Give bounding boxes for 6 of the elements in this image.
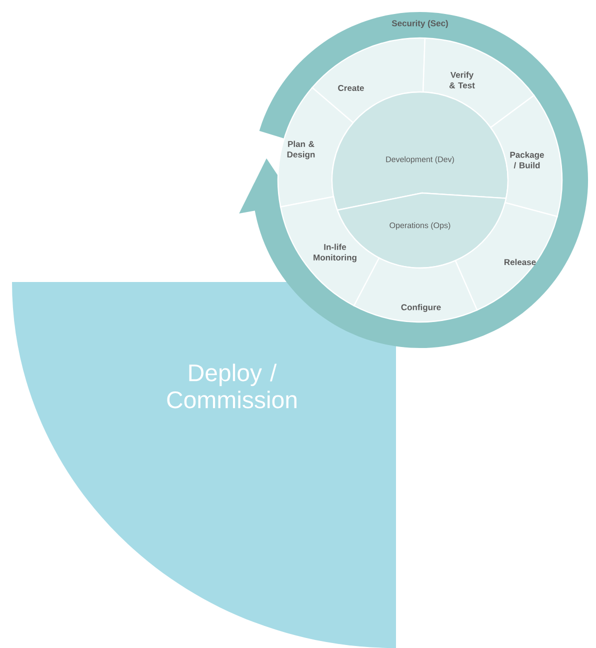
- segment: Release: [454, 202, 558, 311]
- quarter-circle-sector: Deploy / Commission: [12, 282, 396, 648]
- segment: Verify & Test: [422, 38, 535, 128]
- segment: Create: [312, 38, 426, 124]
- segment: Package / Build: [490, 94, 562, 218]
- segment: In-life Monitoring: [280, 196, 380, 306]
